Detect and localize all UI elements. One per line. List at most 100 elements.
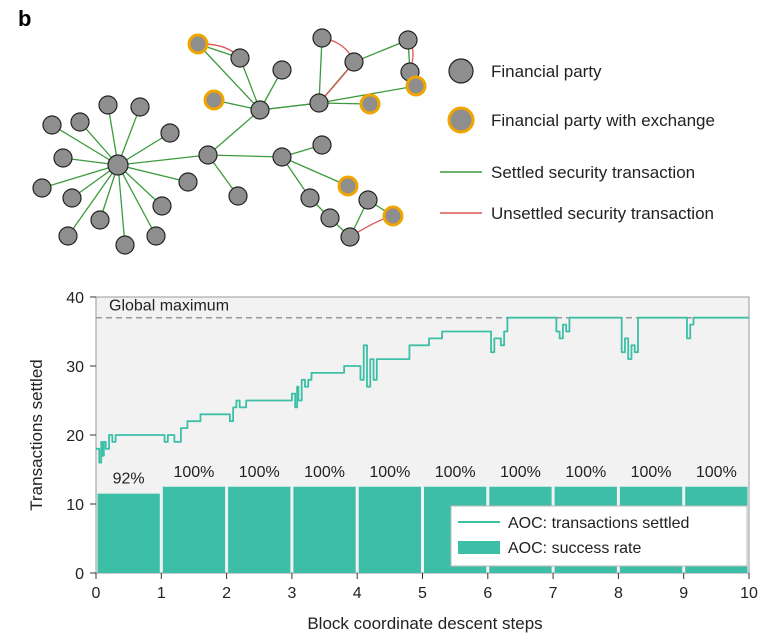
legend-unsettled-label: Unsettled security transaction [491,204,714,223]
x-tick-label: 10 [740,585,758,602]
success-rate-label: 100% [173,464,214,481]
y-tick-label: 10 [66,497,84,514]
financial-party-node [230,48,250,68]
settled-edge [259,102,320,111]
financial-party-node [358,190,378,210]
financial-party-node [228,186,248,206]
legend-exchange-icon [447,106,475,134]
financial-party-node [152,196,172,216]
success-rate-label: 100% [500,464,541,481]
financial-party-node [198,145,218,165]
financial-party-node [312,28,332,48]
legend-settled-label: Settled security transaction [491,163,695,182]
chart-legend-box [450,505,748,567]
financial-party-node [398,30,418,50]
x-tick-label: 4 [353,585,362,602]
settled-edge [353,39,409,63]
x-tick-label: 1 [157,585,166,602]
transactions-settled-line [96,316,749,464]
legend-bar-label: AOC: success rate [508,540,641,557]
settled-edge [207,109,261,156]
success-rate-bar [97,493,160,573]
financial-party-node [146,226,166,246]
success-rate-label: 100% [369,464,410,481]
legend-bar-swatch [458,541,500,554]
panel-label: b [18,6,31,31]
financial-party-node [98,95,118,115]
x-axis-title: Block coordinate descent steps [307,614,542,633]
legend-party-label: Financial party [491,62,602,81]
success-rate-bar [293,486,356,573]
settled-edge [117,164,126,246]
success-rate-bar [228,486,291,573]
financial-party-node [178,172,198,192]
x-tick-label: 8 [614,585,623,602]
settled-edge [51,124,119,166]
financial-party-node [90,210,110,230]
financial-party-node [107,154,129,176]
chart-legend: AOC: transactions settled AOC: success r… [450,505,748,567]
settled-edge [117,164,157,237]
y-axis-title: Transactions settled [27,359,46,511]
exchange-party-node [359,93,381,115]
legend-line-label: AOC: transactions settled [508,515,689,532]
financial-party-node [58,226,78,246]
y-tick-label: 30 [66,359,84,376]
financial-party-node [130,97,150,117]
financial-party-node [62,188,82,208]
settled-edge [117,154,209,166]
financial-party-node [309,93,329,113]
settled-edge [281,156,349,187]
success-rate-label: 100% [239,464,280,481]
financial-party-node [42,115,62,135]
settled-edge [318,37,323,104]
financial-party-node [312,135,332,155]
x-tick-label: 7 [549,585,558,602]
y-tick-label: 0 [75,566,84,583]
success-rate-label: 100% [304,464,345,481]
financial-party-node [340,227,360,247]
exchange-party-node [337,175,359,197]
success-rate-label: 100% [696,464,737,481]
legend-exchange-label: Financial party with exchange [491,111,715,130]
exchange-party-node [405,75,427,97]
success-rate-label: 100% [435,464,476,481]
settled-edge [67,164,119,237]
legend-party-icon [448,58,474,84]
financial-party-node [53,148,73,168]
settled-edge [207,154,283,158]
success-rate-bar [358,486,421,573]
transaction-network [32,28,427,255]
financial-party-node [160,123,180,143]
financial-party-node [272,60,292,80]
financial-party-node [32,178,52,198]
settled-edge [117,164,189,183]
financial-party-node [300,188,320,208]
global-maximum-label: Global maximum [109,298,229,315]
y-tick-label: 40 [66,290,84,307]
y-tick-label: 20 [66,428,84,445]
x-tick-label: 3 [287,585,296,602]
x-tick-label: 0 [92,585,101,602]
settled-edge [41,164,119,189]
exchange-party-node [203,89,225,111]
success-rate-label: 100% [631,464,672,481]
success-rate-label: 92% [113,471,145,488]
x-tick-label: 5 [418,585,427,602]
success-rate-label: 100% [565,464,606,481]
network-legend: Financial party Financial party with exc… [440,58,715,223]
success-rate-bar [162,486,226,573]
financial-party-node [250,100,270,120]
success-rate-labels: 92% 100% 100% 100% 100% 100% 100% 100% 100% 100% [113,464,737,488]
exchange-party-node [187,33,209,55]
x-tick-label: 6 [483,585,492,602]
chart: 92%100%100%100%100%100%100%100%100%100% … [27,290,758,633]
financial-party-node [115,235,135,255]
x-tick-label: 9 [679,585,688,602]
financial-party-node [344,52,364,72]
financial-party-node [320,208,340,228]
exchange-party-node [382,205,404,227]
financial-party-node [272,147,292,167]
